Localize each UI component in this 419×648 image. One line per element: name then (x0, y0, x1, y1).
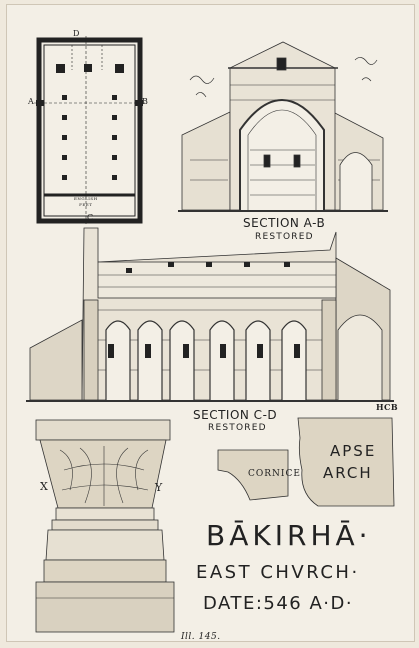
plan-label-c: C (87, 213, 94, 222)
title-date: DATE:546 A·D· (203, 593, 354, 614)
apse-arch-profile-drawing (297, 417, 395, 507)
plan-label-d: D (73, 29, 80, 38)
cornice-profile-drawing (217, 449, 289, 501)
apse-label-line2: ARCH (323, 464, 373, 482)
section-ab-drawing (178, 41, 388, 212)
section-ab-title: SECTION A-B (243, 216, 326, 230)
floor-plan (34, 36, 145, 225)
section-cd-subtitle: RESTORED (208, 423, 267, 433)
section-cd-title: SECTION C-D (193, 408, 278, 422)
column-capital-drawing (35, 419, 175, 633)
column-label-x: X (40, 480, 49, 493)
title-name: BĀKIRHĀ· (206, 519, 372, 552)
column-label-y: Y (155, 481, 163, 494)
plan-scale-note: ENGLISH FEET (74, 196, 98, 207)
plan-label-b: B (142, 97, 149, 106)
section-cd-drawing (26, 227, 394, 402)
cornice-label: CORNICE (248, 469, 301, 479)
section-ab-subtitle: RESTORED (255, 232, 314, 242)
apse-label-line1: APSE (330, 442, 377, 460)
section-cd-monogram: HCB (376, 402, 399, 412)
plan-label-a: A (28, 97, 35, 106)
plate-caption: Ill. 145. (181, 632, 221, 642)
title-church: EAST CHVRCH· (196, 562, 360, 583)
